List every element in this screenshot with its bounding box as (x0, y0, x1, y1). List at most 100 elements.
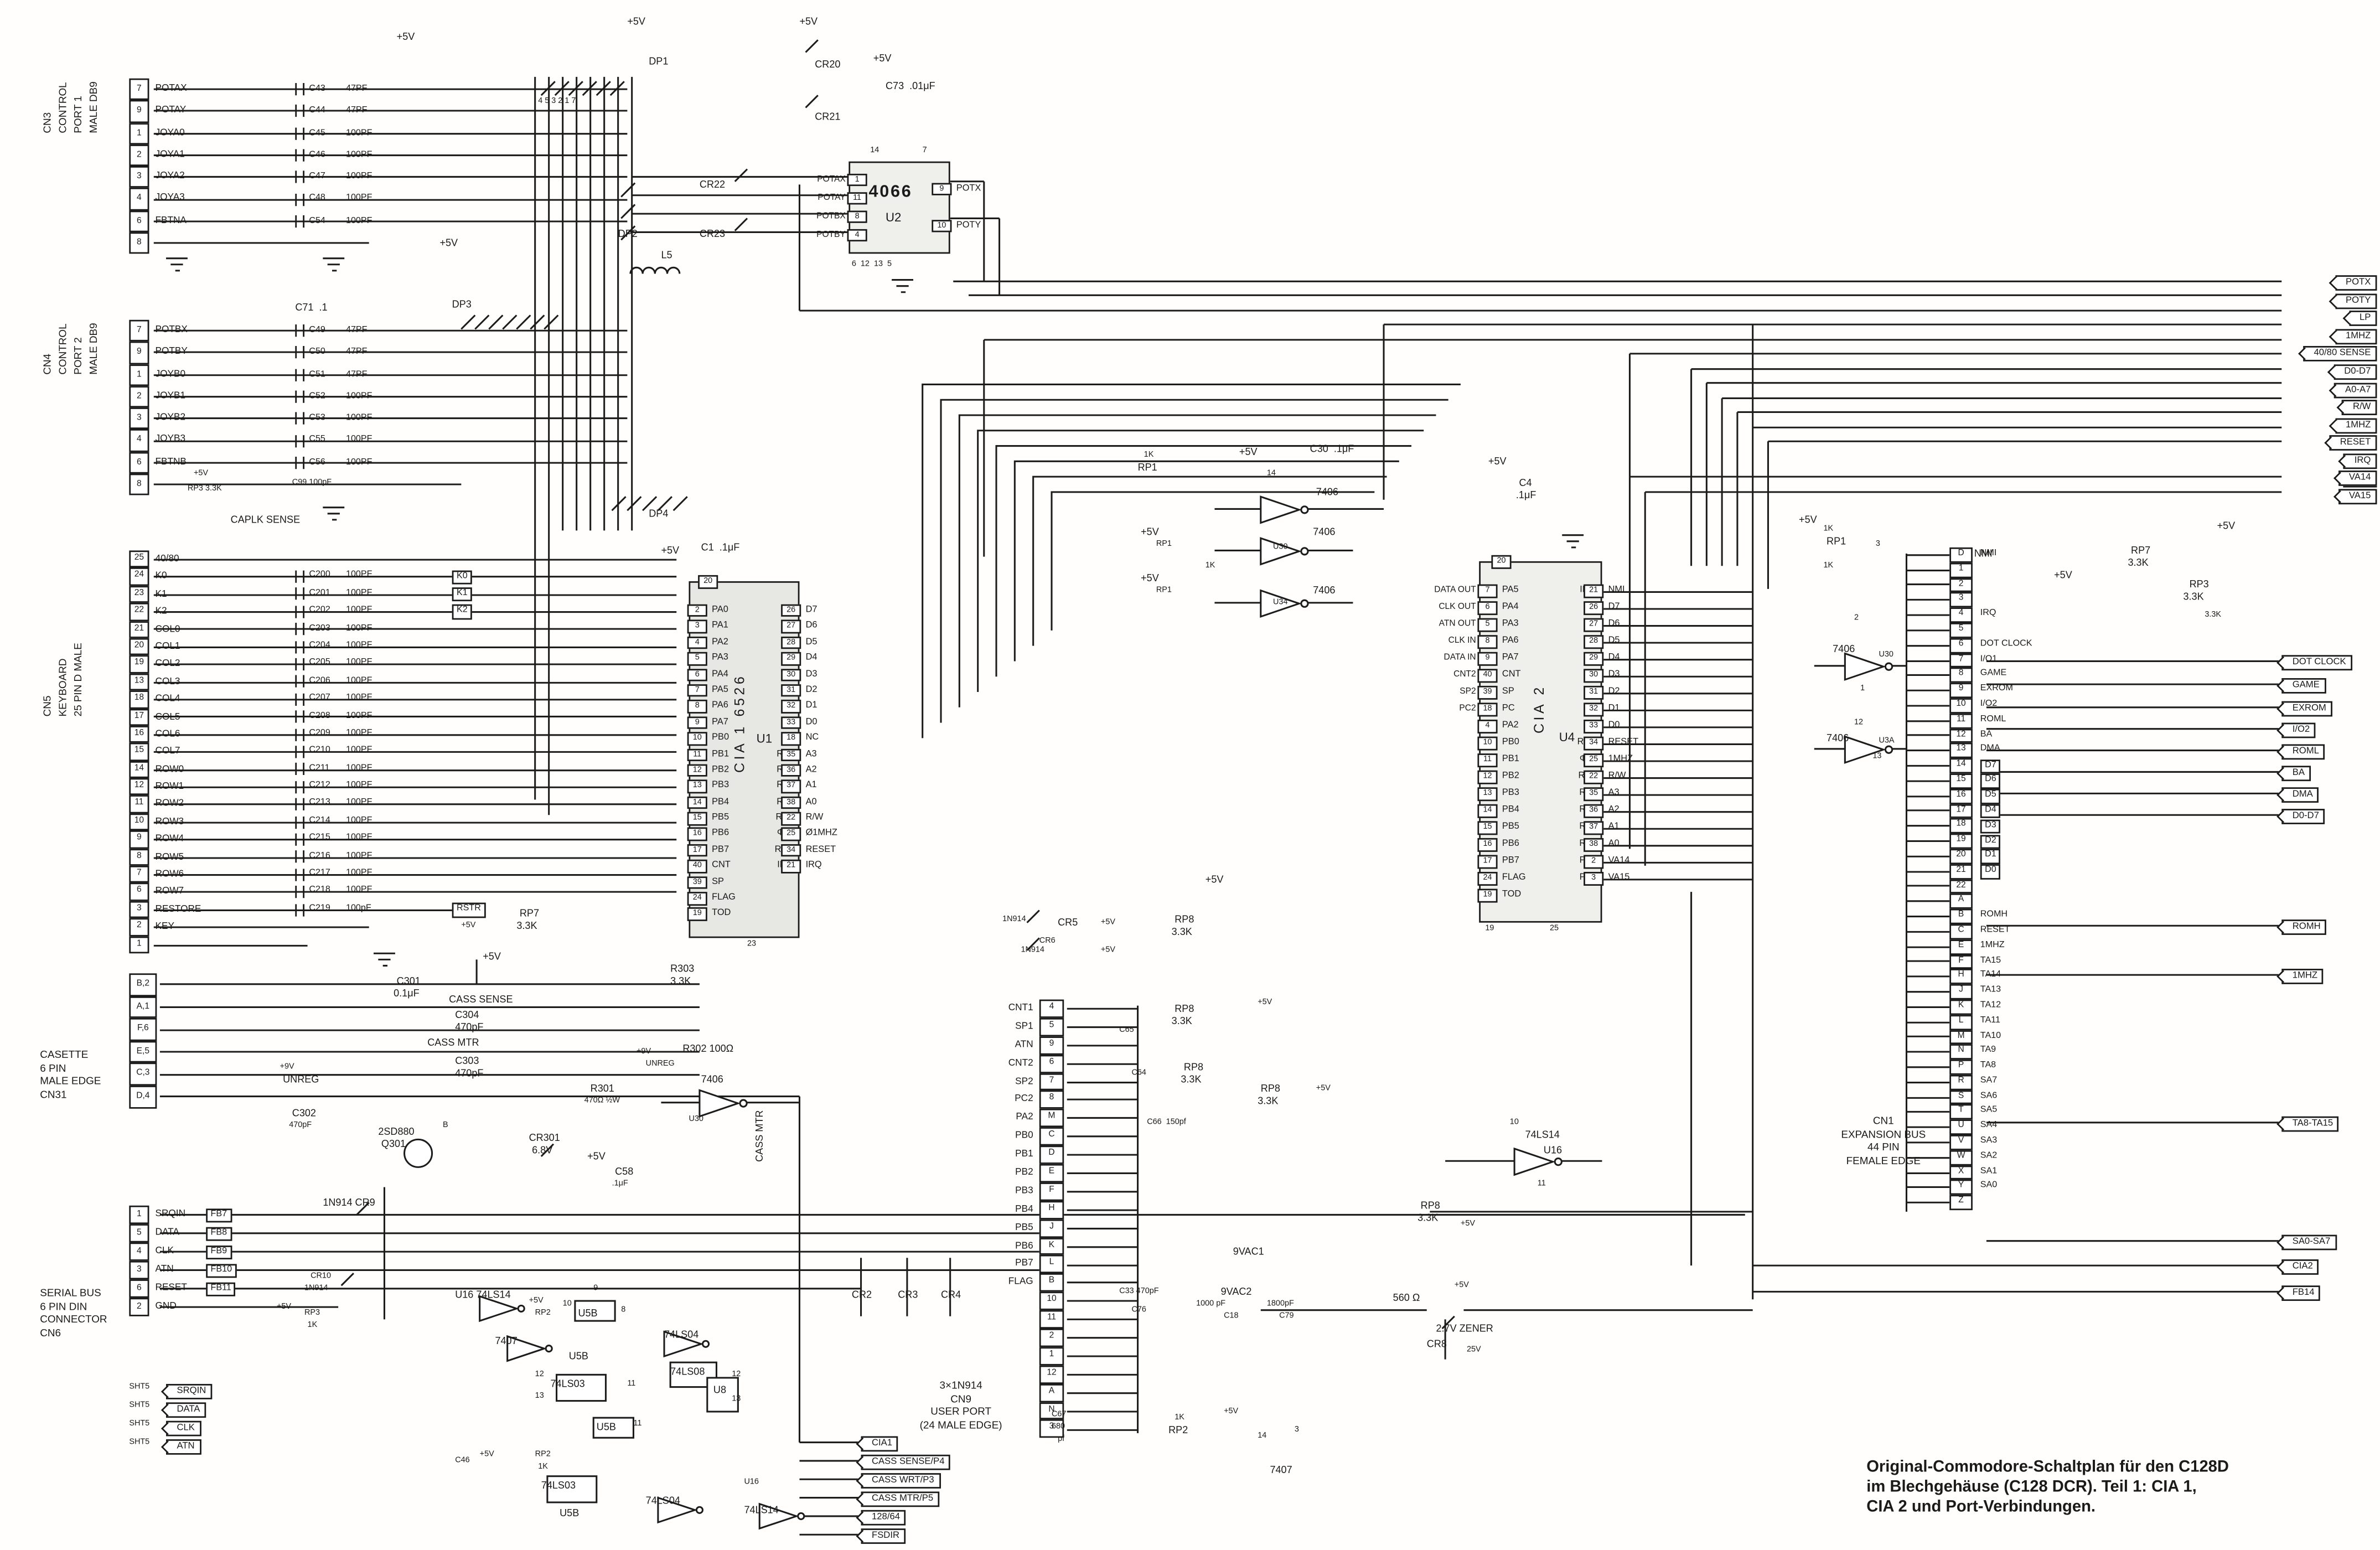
pin-number: 10 (1039, 1292, 1064, 1311)
pin-number: 5 (1039, 1017, 1064, 1036)
pin-number: 15 (129, 743, 149, 761)
port-label: PA3 (712, 654, 728, 663)
capacitor-icon (295, 710, 305, 724)
capacitor-icon (295, 623, 305, 636)
cap-ref: C44 (309, 106, 325, 116)
pin-signal: POTX (956, 184, 981, 194)
port-label: PA6 (1502, 637, 1519, 646)
pin-number: 13 (1477, 788, 1498, 801)
pin-signal: DATA IN (1443, 653, 1476, 663)
signal-flag: VA15 (2338, 488, 2377, 504)
pin-signal: NC (805, 733, 819, 743)
pin-number: 11 (1477, 753, 1498, 767)
pin-number: 21 (1584, 585, 1604, 598)
cap-value: 47PF (346, 84, 368, 94)
pin-number: 15 (1477, 822, 1498, 835)
cn4-title-line: CN4 (43, 353, 54, 375)
pin-number: 29 (781, 652, 801, 665)
data-bus-tag: D0 (1980, 864, 2001, 879)
pin-signal: VA14 (1608, 856, 1630, 866)
signal-label: POTAY (155, 105, 187, 116)
u2-ref: U2 (886, 210, 902, 225)
data-bus-tag: D1 (1980, 849, 2001, 864)
pin-number: 8 (847, 210, 867, 224)
cap-ref: C208 (309, 711, 330, 721)
pin-number: 22 (1584, 771, 1604, 784)
cn6-title-line: CN6 (40, 1328, 61, 1340)
capacitor-icon (295, 215, 305, 228)
pin-number: 38 (1584, 838, 1604, 852)
cap-value: 100PF (346, 816, 372, 826)
pin-number: A (1949, 893, 1973, 910)
pin-signal: POTAX (817, 175, 846, 185)
gate-wires (661, 508, 1907, 1162)
port-label: PA5 (712, 685, 728, 695)
cap-ref: C219 (309, 903, 330, 913)
cn9-title-line: (24 MALE EDGE) (919, 1420, 1002, 1432)
pin-number: 21 (129, 621, 149, 638)
inverter-gate-icon (1260, 589, 1302, 618)
port-label: PC (1502, 704, 1515, 714)
pin-number: 7 (129, 319, 149, 342)
pin-number: 12 (129, 778, 149, 796)
pin-number: 6 (129, 1279, 149, 1298)
pin-number: 4 (1949, 607, 1973, 623)
pin-signal: D5 (805, 638, 818, 647)
port-label: PB5 (1502, 823, 1519, 832)
pin-number: 19 (1949, 833, 1973, 849)
signal-label: POTAX (155, 83, 187, 94)
pin-number: 8 (1039, 1091, 1064, 1109)
cap-value: 100PF (346, 641, 372, 650)
pin-signal: CNT2 (1453, 670, 1476, 680)
pin-number: 24 (129, 568, 149, 586)
pin-number: 29 (1584, 652, 1604, 666)
cap-ref: C46 (309, 150, 325, 160)
pin-signal: NMI (1608, 586, 1625, 596)
cap-ref: C200 (309, 571, 330, 581)
pin-number: 17 (1477, 855, 1498, 869)
pin-signal: A3 (805, 750, 817, 759)
port-label: PA5 (1502, 586, 1519, 596)
cn31-title-line: MALE EDGE (40, 1077, 101, 1088)
pin-number: 12 (1949, 728, 1973, 743)
cap-ref: C211 (309, 763, 330, 773)
port-label: PB7 (712, 845, 729, 855)
signal-label: COL5 (155, 711, 180, 722)
signal-label: NMI (1980, 549, 1997, 559)
pin-number: V (1949, 1135, 1973, 1150)
pin-number: 5 (129, 1224, 149, 1243)
pin-number: 1 (129, 1205, 149, 1224)
pin-number: 5 (687, 652, 707, 665)
pin-number: 16 (687, 828, 707, 841)
pin-number: 34 (781, 844, 801, 857)
pin-number: 10 (932, 219, 952, 233)
pin-signal: R/W (805, 813, 824, 823)
cap-ref: C212 (309, 781, 330, 791)
pin-number: M (1039, 1109, 1064, 1128)
pin-number: E (1039, 1164, 1064, 1182)
pin-number: 3 (129, 1260, 149, 1280)
cap-value: 100PF (346, 711, 372, 721)
signal-label: COL7 (155, 746, 180, 757)
signal-label: RESET (155, 1282, 187, 1294)
pin-number: 4 (687, 636, 707, 649)
signal-label: PB0 (1015, 1130, 1033, 1141)
pin-number: F,6 (129, 1018, 157, 1041)
pin-number: 17 (687, 844, 707, 857)
pin-number: S (1949, 1089, 1973, 1105)
pin-signal: IRQ (805, 861, 822, 871)
pin-number: 5 (1949, 622, 1973, 638)
cap-value: 100pF (346, 903, 371, 913)
inductor-icon (629, 266, 681, 274)
pin-signal: A1 (1608, 823, 1620, 832)
signal-label: POTBY (155, 346, 188, 358)
signal-label: SRQIN (155, 1208, 186, 1220)
cap-ref: C213 (309, 798, 330, 808)
pin-number: 8 (687, 700, 707, 714)
port-label: CNT (712, 861, 731, 871)
signal-label: I/O1 (1980, 654, 1998, 664)
pin-number: 1 (129, 364, 149, 386)
capacitor-icon (295, 171, 305, 184)
capacitor-icon (295, 693, 305, 706)
cia2-top-pin: 20 (1491, 555, 1512, 569)
